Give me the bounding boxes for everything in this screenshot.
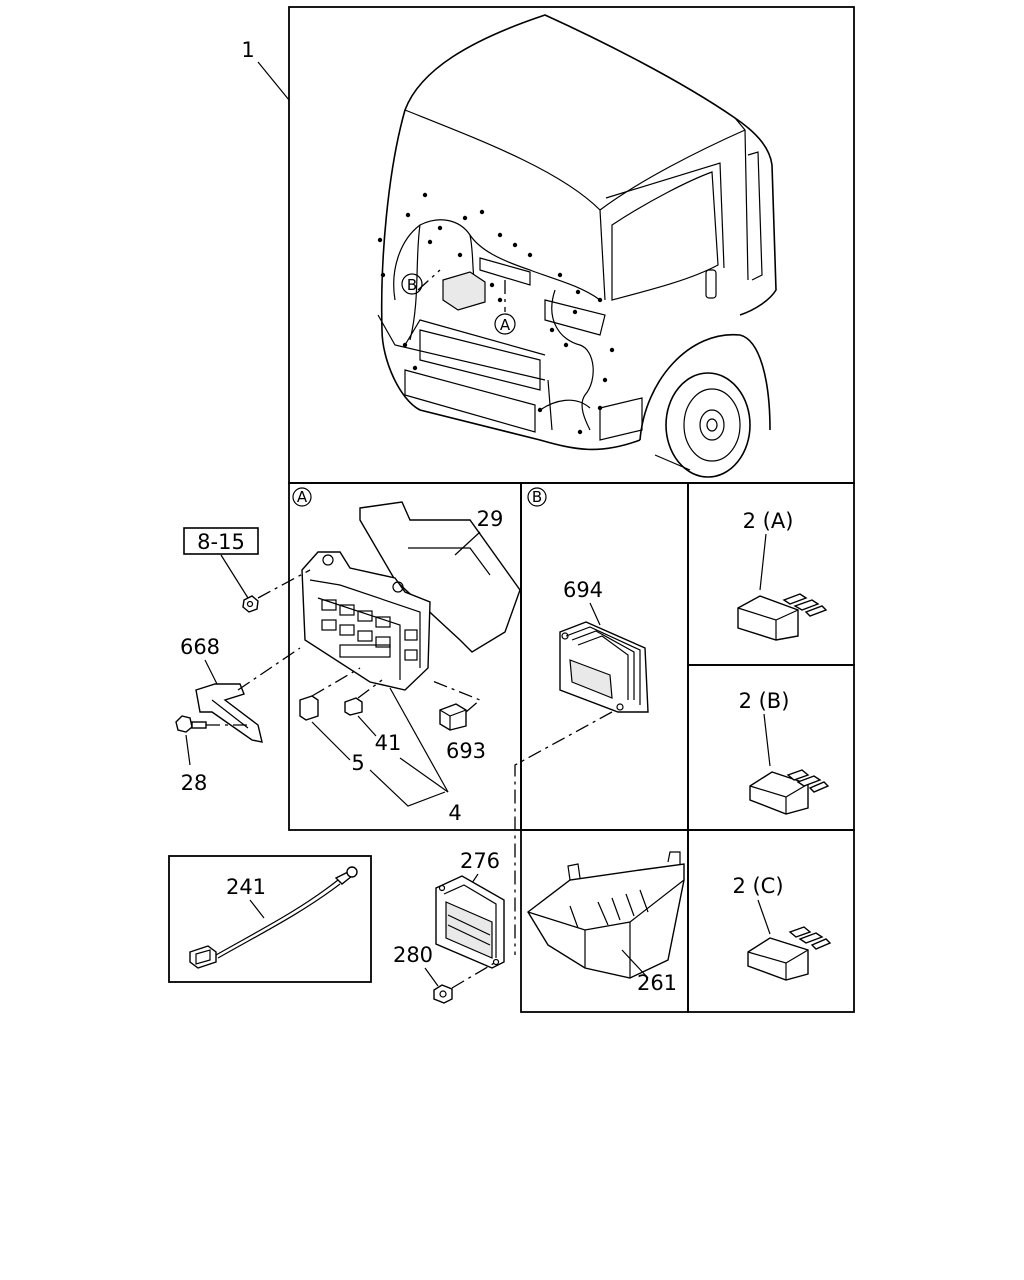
- callout-harness: 241: [226, 875, 266, 899]
- callout-tray: 261: [637, 971, 677, 995]
- ref-box: [183, 527, 259, 555]
- detail-marker-b-on-cab: B: [401, 273, 423, 295]
- harness-241-part: [189, 866, 358, 969]
- relay-693-part: [439, 703, 467, 731]
- svg-text:A: A: [500, 316, 511, 334]
- fuse-box-cover: [359, 501, 521, 653]
- ecu-694-part: [559, 621, 649, 713]
- callout-bracket: 668: [180, 635, 220, 659]
- callout-assembly: 1: [241, 38, 254, 62]
- bolt-icon: [175, 715, 207, 733]
- relay-b-part: [749, 769, 830, 815]
- relay-c-part: [747, 926, 832, 981]
- callout-bolt: 28: [181, 771, 208, 795]
- frame-harness: [168, 855, 372, 983]
- callout-cover: 29: [477, 507, 504, 531]
- module-276-part: [435, 875, 505, 969]
- callout-relay-small: 693: [446, 739, 486, 763]
- callout-relay-c: 2 (C): [732, 874, 783, 898]
- callout-module: 276: [460, 849, 500, 873]
- callout-fuse-b: 41: [375, 731, 402, 755]
- detail-marker-a: A: [292, 487, 312, 507]
- detail-marker-b: B: [527, 487, 547, 507]
- truck-cab-illustration: [377, 14, 777, 478]
- nut-icon: [242, 595, 259, 613]
- detail-marker-a-on-cab: A: [494, 313, 516, 335]
- callout-nut: 280: [393, 943, 433, 967]
- svg-text:A: A: [297, 488, 308, 506]
- svg-text:B: B: [407, 276, 417, 294]
- frame-relay-c: [687, 829, 855, 1013]
- svg-text:B: B: [532, 488, 542, 506]
- fuse-box: [301, 551, 431, 691]
- panel-frames: [168, 6, 855, 1013]
- bracket-part: [195, 683, 263, 743]
- callout-relay-b: 2 (B): [739, 689, 790, 713]
- tray-261-part: [527, 851, 685, 979]
- nut-280-icon: [433, 984, 453, 1004]
- callout-fuse-a: 5: [351, 751, 364, 775]
- relay-a-part: [737, 593, 828, 641]
- callout-relay-a: 2 (A): [743, 509, 794, 533]
- callout-fuse-set: 4: [448, 801, 461, 825]
- callout-ref-box: 8-15: [197, 530, 245, 554]
- callout-ecu: 694: [563, 578, 603, 602]
- fuse-41-part: [344, 697, 363, 716]
- fuse-5-part: [299, 695, 319, 721]
